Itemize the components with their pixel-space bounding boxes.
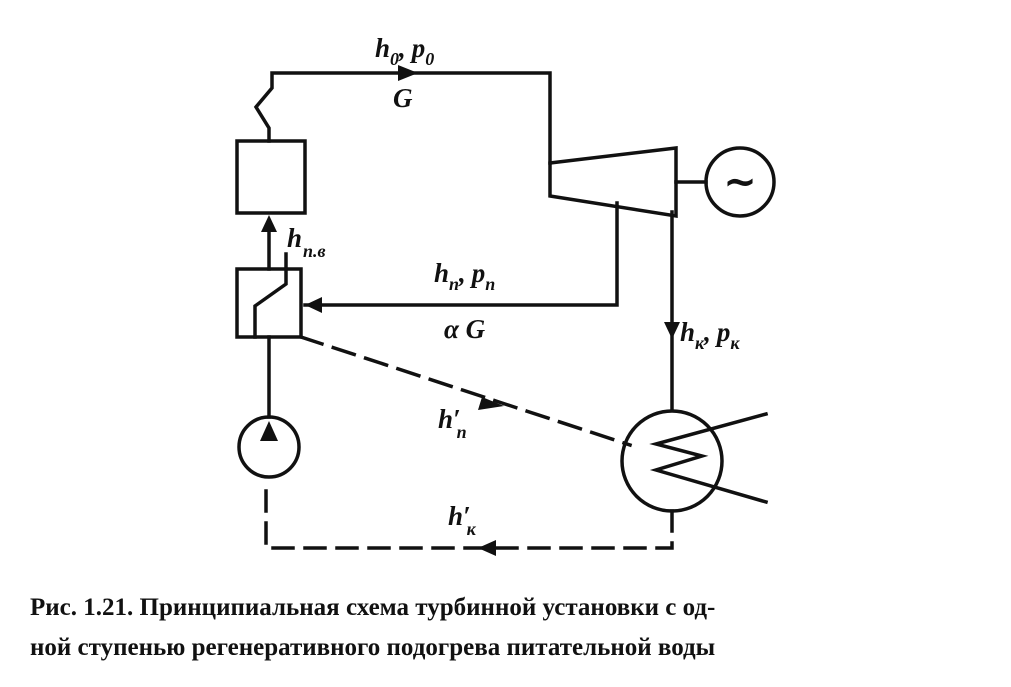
feedwater-heater xyxy=(235,267,303,339)
condenser-coil xyxy=(649,411,769,505)
heater-drain-line xyxy=(298,334,633,448)
pump-direction-arrow xyxy=(260,421,278,441)
label-h-pv: hп.в xyxy=(287,223,326,261)
label-hp-pp: hп,pп xyxy=(434,258,495,294)
condensate-flow-arrow xyxy=(478,540,496,556)
boiler xyxy=(235,139,307,215)
label-hk-prime: h′к xyxy=(448,501,477,539)
heater-coil xyxy=(253,252,288,339)
steam-flow-arrow xyxy=(398,65,418,81)
label-h0-p0: h0,p0 xyxy=(375,33,434,69)
caption-line-2: ной ступенью регенеративного подогрева п… xyxy=(30,634,716,661)
label-hk-pk: hк,pк xyxy=(680,317,740,353)
label-G: G xyxy=(393,83,413,113)
label-alpha-G: α G xyxy=(444,314,486,344)
figure-caption: Рис. 1.21. Принципиальная схема турбинно… xyxy=(30,588,990,668)
generator xyxy=(704,146,776,218)
label-hp-prime: h′п xyxy=(438,404,467,442)
main-steam-line xyxy=(253,71,552,165)
condensate-return-line xyxy=(264,478,674,550)
feedwater-flow-arrow xyxy=(261,215,277,232)
extraction-line xyxy=(303,201,619,307)
caption-line-1: Рис. 1.21. Принципиальная схема турбинно… xyxy=(30,594,716,621)
extraction-flow-arrow xyxy=(305,297,322,313)
generator-symbol: ~ xyxy=(723,159,757,205)
drain-flow-arrow xyxy=(478,397,504,410)
condenser xyxy=(620,409,724,513)
exhaust-flow-arrow xyxy=(664,322,680,339)
turbine xyxy=(548,146,678,219)
